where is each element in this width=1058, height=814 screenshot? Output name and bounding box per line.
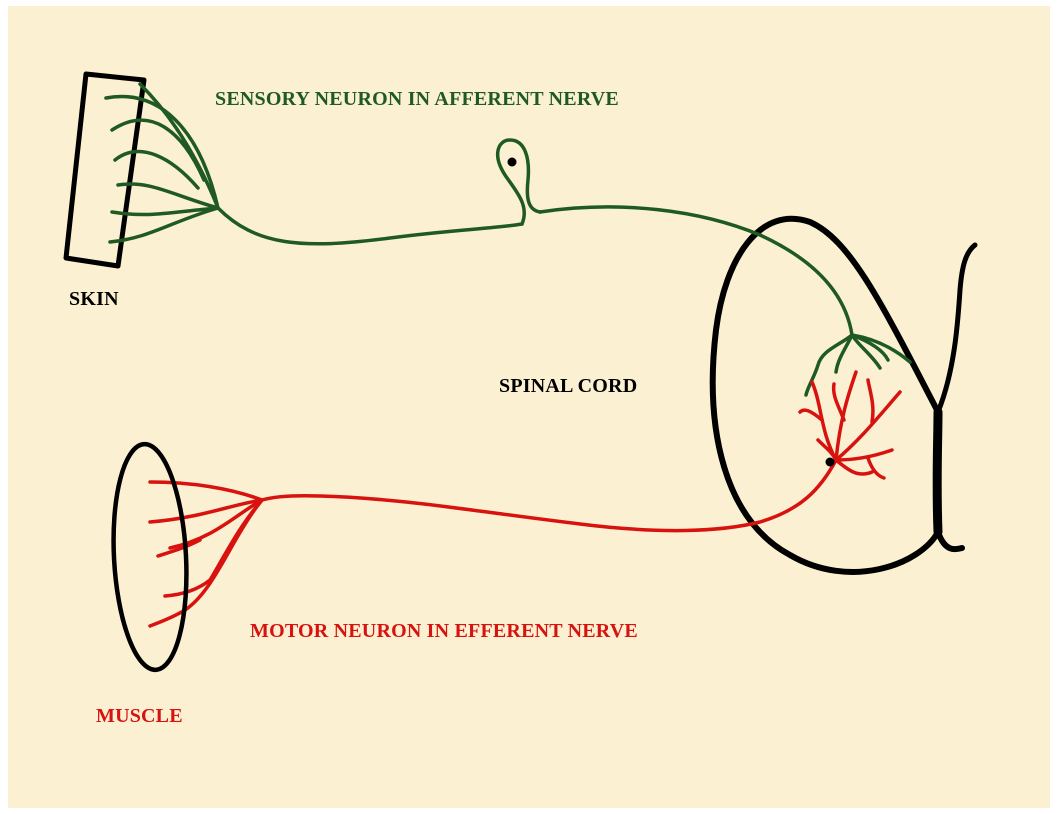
skin-label: SKIN: [69, 288, 119, 311]
spinal-cord-outline: [713, 219, 975, 572]
motor-neuron: [150, 372, 900, 626]
sensory-neuron-label: SENSORY NEURON IN AFFERENT NERVE: [215, 88, 619, 111]
motor-cell-body-nucleus: [826, 458, 835, 467]
motor-neuron-label: MOTOR NEURON IN EFFERENT NERVE: [250, 620, 638, 643]
muscle-label: MUSCLE: [96, 705, 183, 728]
spinal-cord-label: SPINAL CORD: [499, 375, 637, 398]
sensory-neuron: [106, 84, 910, 395]
sensory-cell-body-nucleus: [508, 158, 517, 167]
muscle-outline: [108, 442, 192, 671]
